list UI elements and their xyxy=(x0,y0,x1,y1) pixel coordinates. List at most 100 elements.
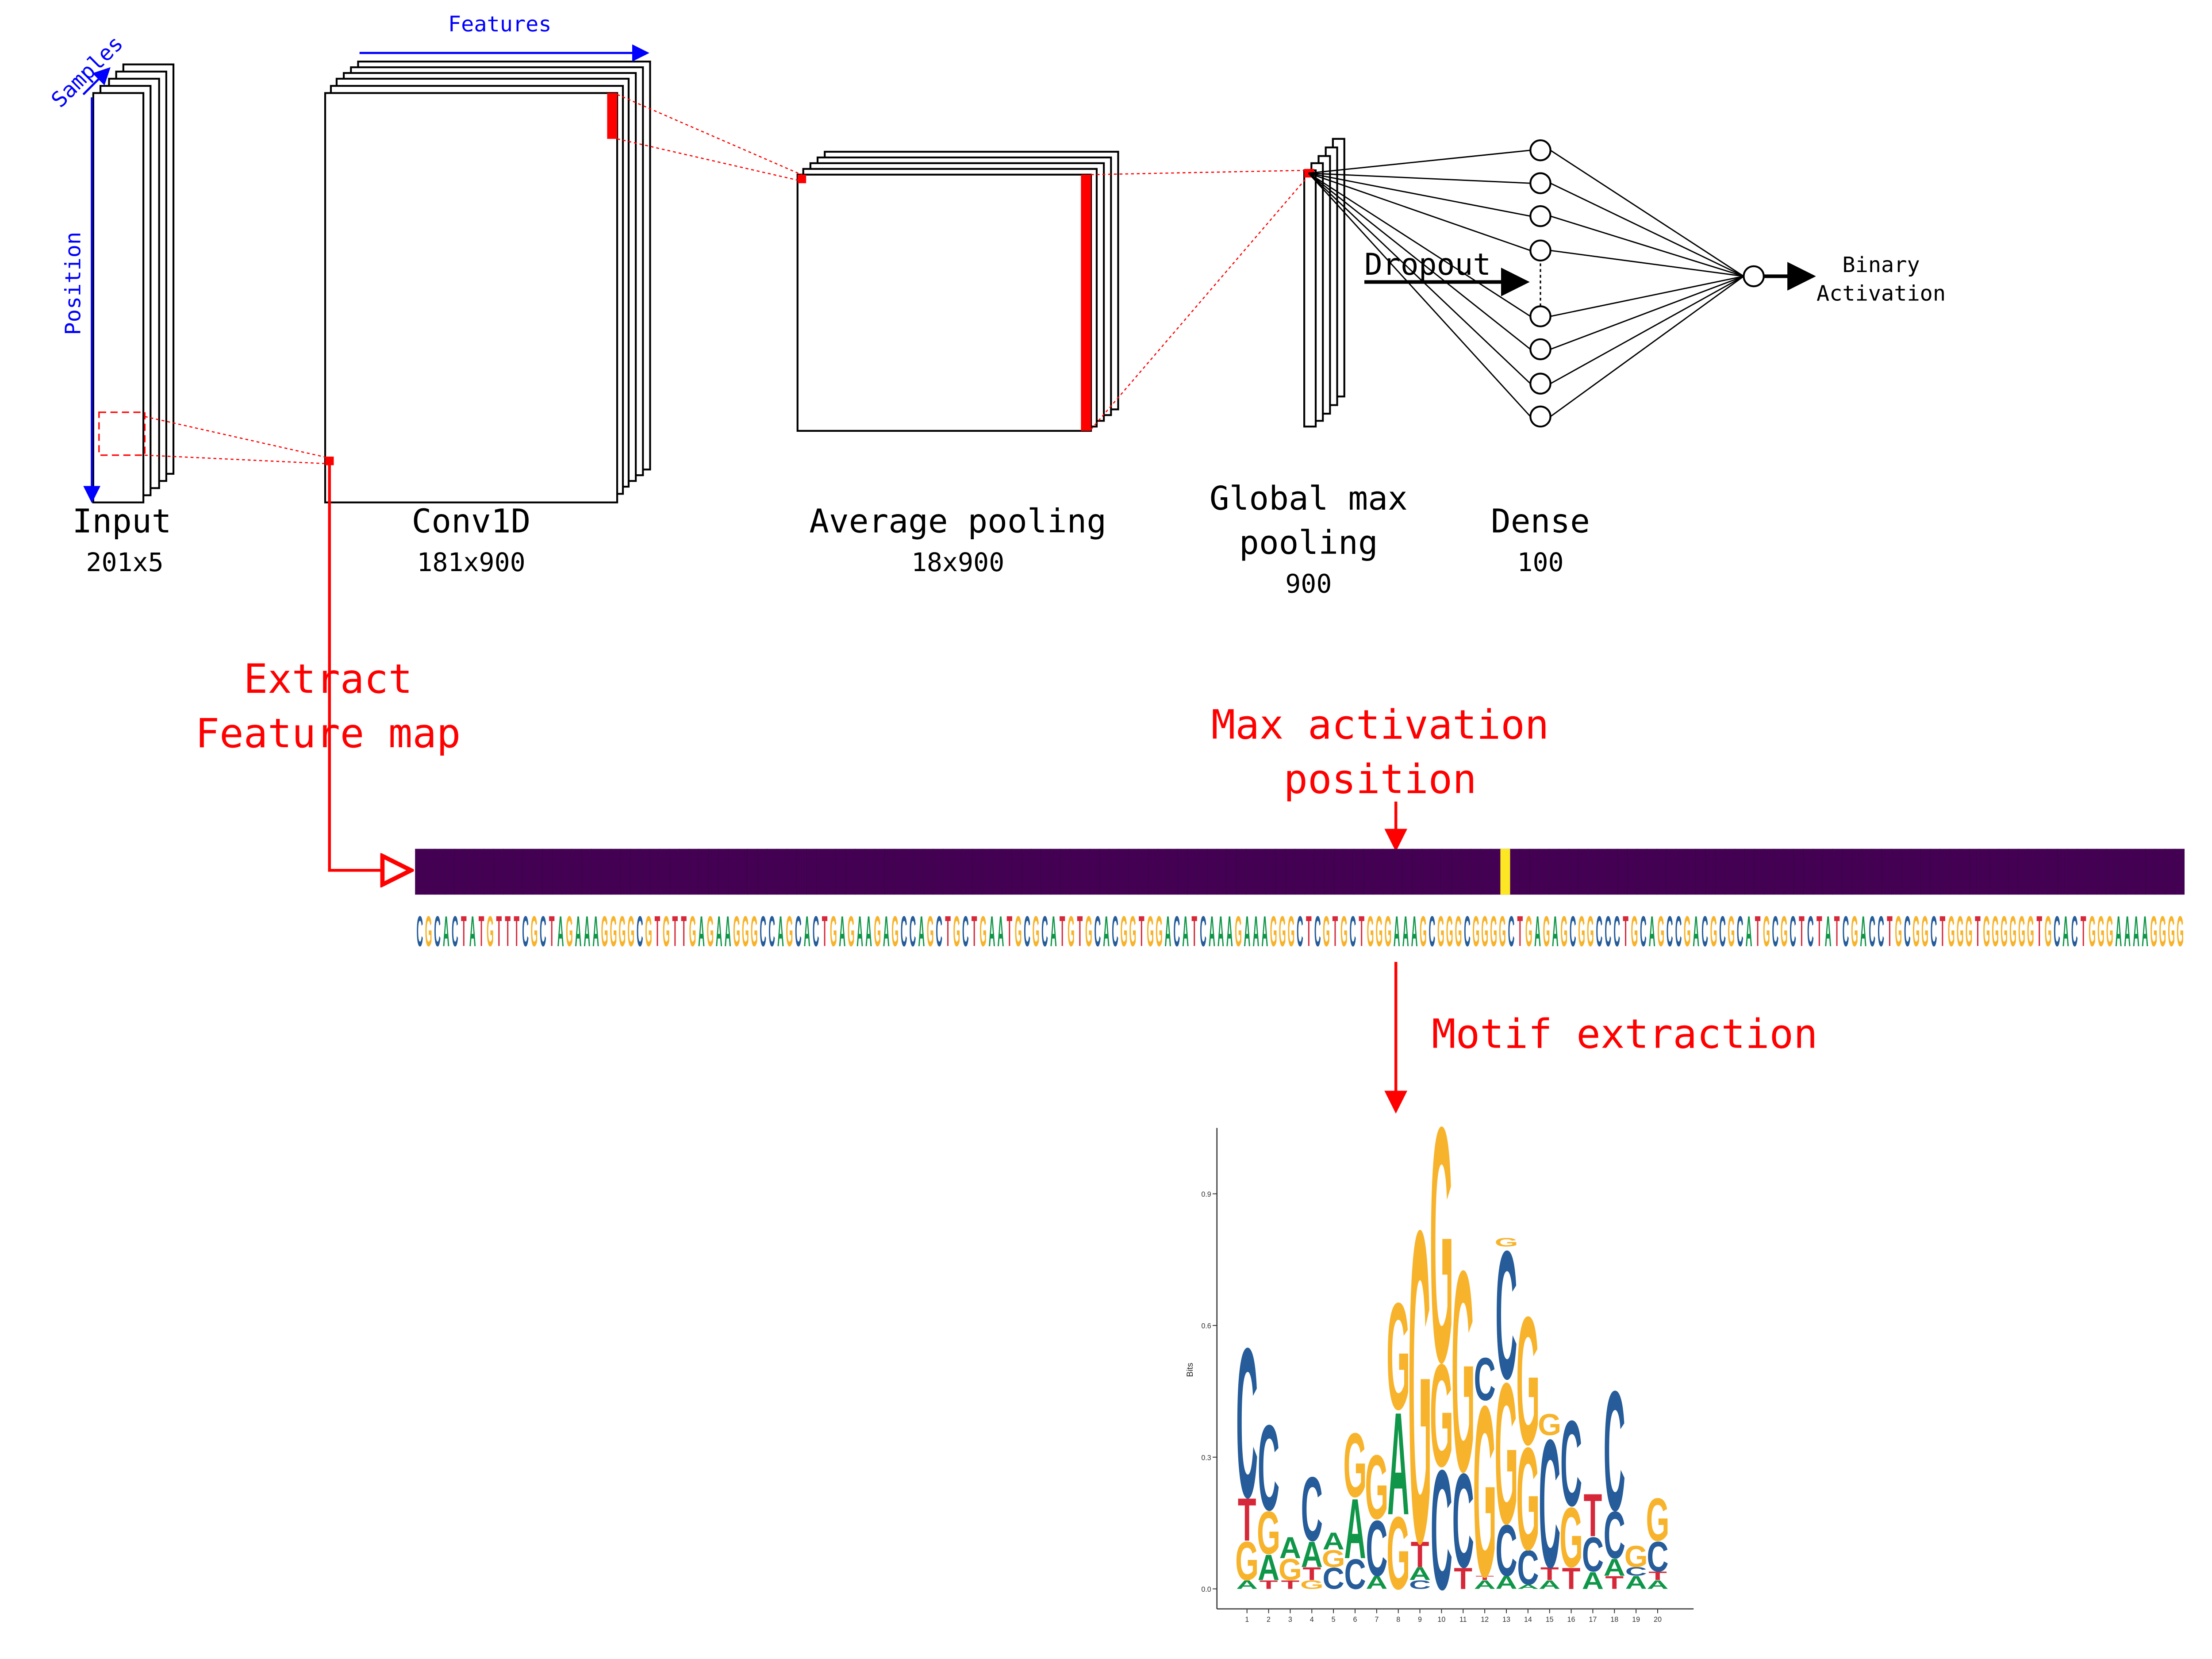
sequence-letter: T xyxy=(2036,907,2042,955)
dense-title: Dense xyxy=(1491,502,1590,541)
dense-dims: 100 xyxy=(1517,547,1563,577)
sequence-letter: A xyxy=(2142,907,2148,955)
sequence-letter: G xyxy=(1921,907,1928,955)
sequence-letter: C xyxy=(1297,907,1303,955)
conv1d-layer xyxy=(324,61,651,503)
sequence-letter: C xyxy=(522,907,529,955)
x-tick-label: 12 xyxy=(1481,1616,1489,1624)
sequence-letter: G xyxy=(2045,907,2052,955)
sequence-letter: A xyxy=(1693,907,1699,955)
x-tick-label: 6 xyxy=(1353,1616,1357,1624)
sequence-letter: G xyxy=(1287,907,1294,955)
input-conv-connector-bottom xyxy=(145,454,330,465)
conv-activation-cell xyxy=(325,457,334,465)
x-tick-label: 20 xyxy=(1654,1616,1662,1624)
logo-letter: C xyxy=(1344,1550,1366,1598)
sequence-letter: G xyxy=(1912,907,1920,955)
dense-node xyxy=(1529,239,1551,261)
sequence-letter: A xyxy=(1226,907,1233,955)
sequence-letter: T xyxy=(1623,907,1628,955)
sequence-letter: T xyxy=(1306,907,1312,955)
sequence-letter: G xyxy=(742,907,749,955)
sequence-letter: G xyxy=(601,907,608,955)
logo-letter: T xyxy=(1260,1578,1278,1592)
sequence-letter: G xyxy=(1120,907,1127,955)
dense-node xyxy=(1529,139,1551,161)
sequence-letter: A xyxy=(698,907,705,955)
sequence-letter: T xyxy=(479,907,484,955)
maxact-label-line2: position xyxy=(1283,756,1476,803)
logo-letter: T xyxy=(1281,1578,1300,1592)
logo-letter: C xyxy=(1647,1532,1668,1581)
x-tick-label: 18 xyxy=(1610,1616,1618,1624)
logo-letter: A xyxy=(1647,1578,1668,1592)
sequence-letter: G xyxy=(1490,907,1497,955)
x-tick-label: 17 xyxy=(1589,1616,1597,1624)
logo-letter: G xyxy=(1494,1236,1518,1249)
sequence-letter: T xyxy=(1755,907,1761,955)
sequence-letter: A xyxy=(1860,907,1866,955)
sequence-letter: G xyxy=(1578,907,1585,955)
sequence-letter: T xyxy=(514,907,519,955)
sequence-letter: C xyxy=(760,907,766,955)
sequence-letter: G xyxy=(979,907,987,955)
edge-out-4 xyxy=(1550,276,1744,317)
sequence-letter: C xyxy=(1041,907,1048,955)
logo-letter: G xyxy=(1516,1417,1540,1581)
sequence-letter: A xyxy=(839,907,845,955)
logo-letter: G xyxy=(1494,1341,1518,1566)
dense-layer xyxy=(1529,139,1551,428)
dense-node xyxy=(1529,205,1551,227)
sequence-letter: G xyxy=(627,907,634,955)
sequence-letter: A xyxy=(1825,907,1832,955)
dense-node xyxy=(1529,338,1551,361)
logo-letter: T xyxy=(1475,1575,1494,1581)
sequence-letter: C xyxy=(434,907,441,955)
sequence-letter: A xyxy=(989,907,995,955)
sequence-letter: G xyxy=(1481,907,1488,955)
sequence-letter: G xyxy=(2009,907,2016,955)
sequence-letter: G xyxy=(1367,907,1374,955)
sequence-letter: G xyxy=(2089,907,2096,955)
sequence-letter: T xyxy=(505,907,511,955)
logo-letter: C xyxy=(1560,1395,1582,1532)
maxact-label-line1: Max activation xyxy=(1211,702,1549,749)
sequence-letter: T xyxy=(1333,907,1338,955)
extract-label-line2: Feature map xyxy=(196,710,461,757)
sequence-letter: C xyxy=(1314,907,1321,955)
dense-connections xyxy=(1308,150,1744,417)
sequence-letter: G xyxy=(663,907,670,955)
sequence-letter: T xyxy=(672,907,678,955)
x-tick-label: 9 xyxy=(1418,1616,1422,1624)
sequence-letter: C xyxy=(1719,907,1726,955)
sequence-letter: A xyxy=(1217,907,1224,955)
x-tick-label: 1 xyxy=(1245,1616,1249,1624)
dense-node xyxy=(1529,405,1551,428)
logo-letter: A xyxy=(1625,1572,1647,1593)
sequence-letter: A xyxy=(725,907,731,955)
sequence-letter: C xyxy=(1790,907,1796,955)
logo-letter: C xyxy=(1258,1399,1279,1536)
sequence-letter: G xyxy=(1851,907,1858,955)
logo-letter: A xyxy=(1279,1531,1301,1565)
sequence-letter: G xyxy=(1499,907,1506,955)
edge-in-6 xyxy=(1308,173,1531,384)
sequence-letter: G xyxy=(566,907,573,955)
position-label: Position xyxy=(61,232,86,335)
heatmap-background xyxy=(415,849,2185,895)
logo-letter: A xyxy=(1582,1567,1604,1594)
logo-letter: G xyxy=(1408,1139,1432,1636)
sequence-letter: C xyxy=(2054,907,2060,955)
sequence-letter: C xyxy=(1667,907,1673,955)
logo-letter: A xyxy=(1322,1528,1344,1555)
sequence-letter: G xyxy=(927,907,934,955)
sequence-letter: A xyxy=(1182,907,1189,955)
sequence-letter: T xyxy=(1940,907,1946,955)
feature-map-heatmap xyxy=(415,849,2185,895)
x-tick-label: 5 xyxy=(1332,1616,1336,1624)
x-tick-label: 2 xyxy=(1267,1616,1271,1624)
sequence-letter: A xyxy=(1050,907,1057,955)
sequence-letter: G xyxy=(1560,907,1567,955)
sequence-letter: C xyxy=(901,907,907,955)
